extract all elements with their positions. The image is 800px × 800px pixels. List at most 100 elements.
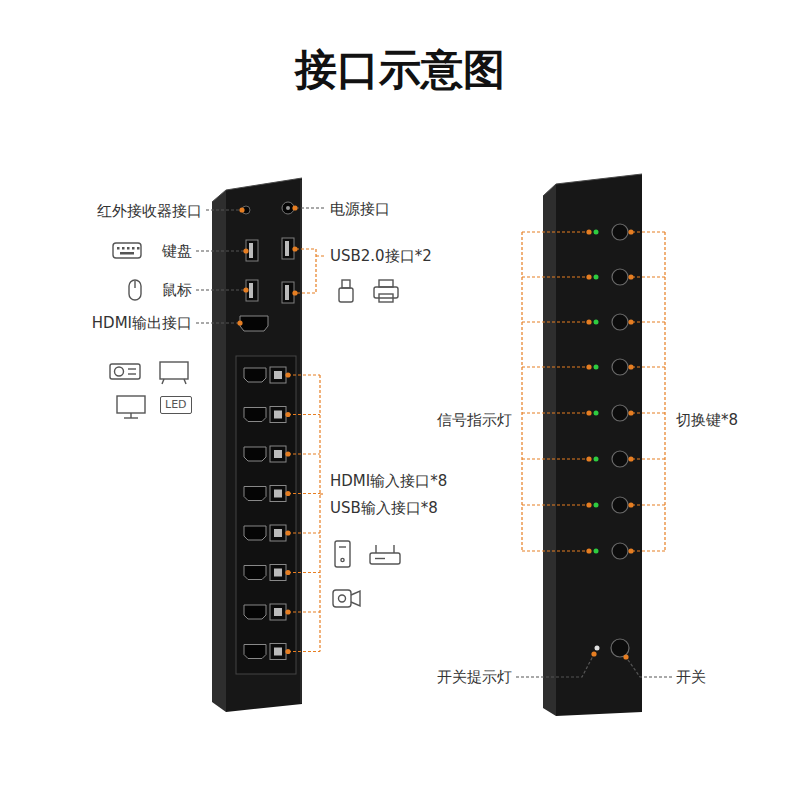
leader-dot	[285, 491, 290, 496]
leader-dot	[285, 649, 290, 654]
switch-button	[612, 314, 628, 330]
leader-dot	[237, 320, 242, 325]
bracket-line	[632, 458, 665, 459]
bracket-line	[632, 412, 665, 413]
leader-dot	[586, 410, 591, 415]
bracket-line	[296, 249, 316, 293]
callout-label: USB2.0接口*2	[330, 247, 432, 265]
device-side	[543, 184, 556, 716]
hdmi-out-port	[240, 316, 268, 331]
bracket-line	[319, 375, 320, 652]
usb-stick-icon	[342, 280, 350, 288]
bracket-line	[664, 232, 665, 551]
leader-dot	[628, 364, 633, 369]
bracket-line	[632, 321, 665, 322]
switch-button	[612, 224, 628, 240]
leader-dot	[586, 319, 591, 324]
device-side	[212, 190, 226, 712]
usb-b-port	[270, 565, 286, 581]
device-edge	[212, 178, 302, 202]
switch-button	[612, 269, 628, 285]
bracket-line	[522, 366, 588, 367]
keyboard-key	[132, 247, 135, 250]
pc-icon	[335, 541, 350, 567]
usb-a-port	[282, 282, 294, 303]
usb-b-port	[270, 367, 286, 383]
callout-label: USB输入接口*8	[330, 499, 438, 517]
bracket-line	[522, 412, 588, 413]
signal-led	[594, 275, 599, 280]
router-icon	[375, 558, 385, 559]
hdmi-in-port	[244, 368, 266, 382]
callout-label: HDMI输入接口*8	[330, 472, 447, 490]
tv-icon	[160, 362, 188, 379]
usb-b-tongue	[274, 608, 282, 616]
keyboard-icon	[113, 243, 141, 258]
power-jack	[282, 202, 294, 214]
printer-icon	[379, 280, 393, 287]
leader-dot	[292, 290, 297, 295]
switch-button	[612, 497, 628, 513]
leader-line	[196, 250, 244, 251]
signal-led	[594, 365, 599, 370]
projector-icon	[110, 364, 140, 379]
bracket-line	[632, 366, 665, 367]
bracket-line	[522, 321, 588, 322]
monitor-icon	[117, 396, 145, 413]
leader-dot	[628, 274, 633, 279]
leader-dot	[285, 570, 290, 575]
power-led	[595, 646, 600, 651]
tv-icon	[184, 379, 186, 384]
leader-dot	[628, 319, 633, 324]
hdmi-in-port	[244, 566, 266, 580]
usb-b-tongue	[274, 411, 282, 419]
leader-dot	[285, 530, 290, 535]
leader-dot	[285, 609, 290, 614]
signal-led	[594, 320, 599, 325]
usb-b-tongue	[274, 371, 282, 379]
monitor-icon	[130, 413, 131, 418]
leader-line	[296, 207, 325, 208]
leader-dot	[285, 451, 290, 456]
printer-icon	[374, 287, 398, 298]
callout-label: 红外接收器接口	[97, 202, 202, 220]
callout-label: 键盘	[162, 242, 192, 260]
signal-led	[594, 230, 599, 235]
leader-line	[196, 289, 244, 290]
usb-b-port	[270, 604, 286, 620]
switch-button	[612, 405, 628, 421]
bracket-line	[632, 550, 665, 551]
switch-button	[612, 359, 628, 375]
mouse-icon	[134, 281, 135, 288]
signal-led	[594, 503, 599, 508]
usb-b-port	[270, 486, 286, 502]
bracket-line	[522, 231, 588, 232]
leader-dot	[586, 274, 591, 279]
signal-led	[594, 411, 599, 416]
leader-dot	[292, 205, 297, 210]
mouse-icon	[129, 280, 141, 300]
leader-line	[516, 654, 594, 677]
usb-b-port	[270, 525, 286, 541]
bracket-line	[288, 651, 320, 652]
pc-icon	[341, 558, 344, 561]
callout-label: 电源接口	[330, 200, 390, 218]
keyboard-key	[137, 247, 140, 250]
bracket-line	[288, 493, 320, 494]
leader-dot	[628, 229, 633, 234]
camera-icon	[339, 595, 346, 602]
camera-icon	[351, 591, 360, 606]
callout-label: 信号指示灯	[437, 411, 512, 429]
callout-label: HDMI输出接口	[92, 314, 192, 332]
hdmi-in-port	[244, 487, 266, 501]
tv-icon	[162, 379, 164, 384]
projector-icon	[128, 368, 136, 369]
leader-dot	[586, 548, 591, 553]
bracket-line	[632, 276, 665, 277]
usb-b-tongue	[274, 569, 282, 577]
switch-button	[612, 543, 628, 559]
bracket-line	[316, 255, 325, 256]
bracket-line	[522, 504, 588, 505]
bracket-line	[288, 532, 320, 533]
device-edge	[543, 174, 642, 196]
